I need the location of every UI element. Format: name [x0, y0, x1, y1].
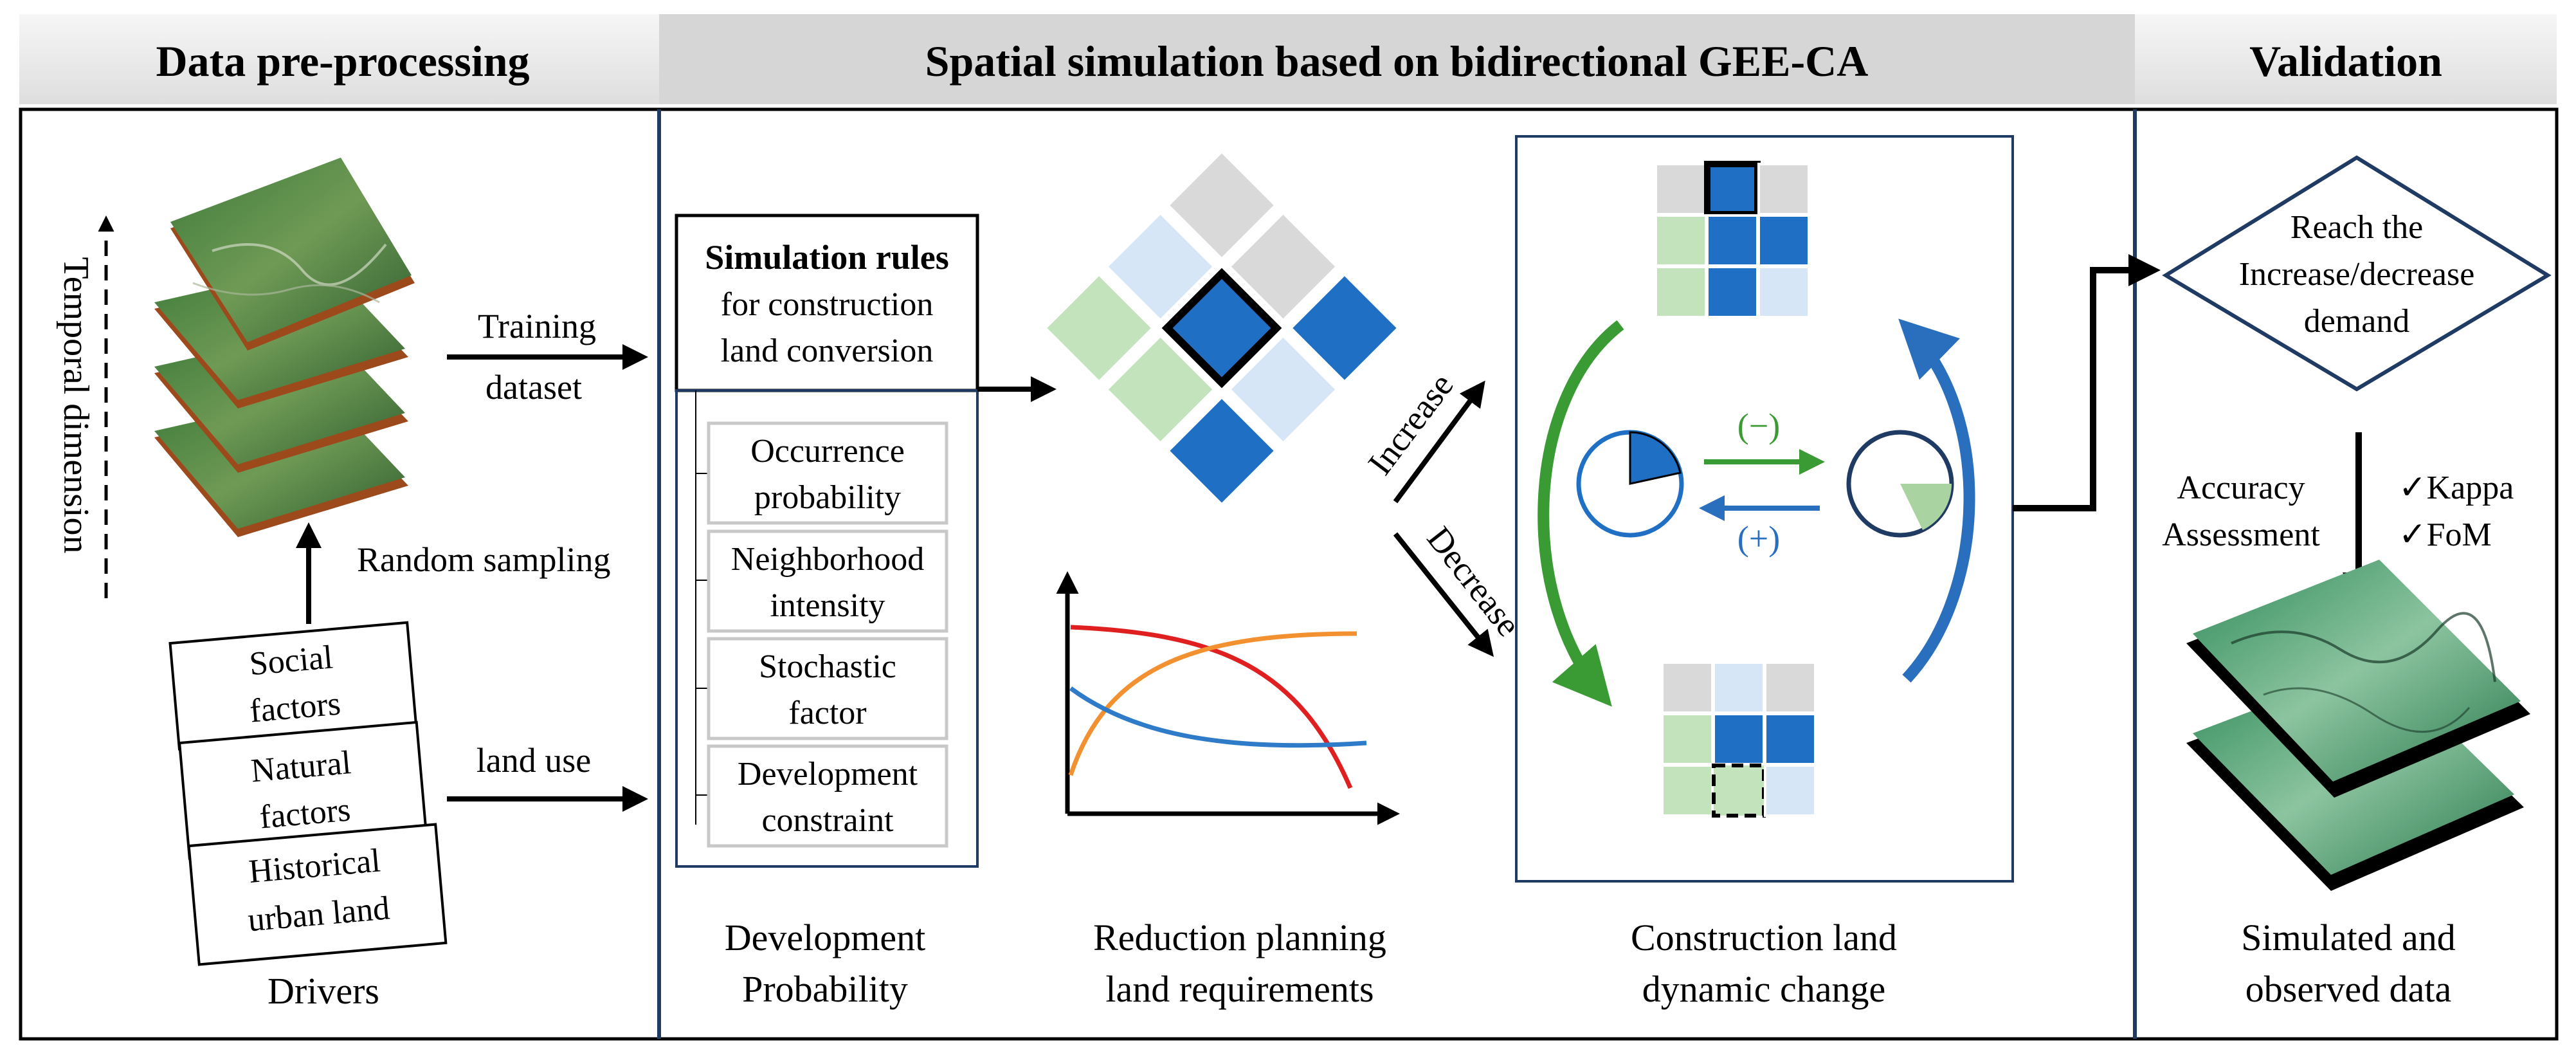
- curve-red: [1070, 625, 1353, 789]
- header-spatial-simulation: Spatial simulation based on bidirectiona…: [925, 37, 1869, 86]
- temporal-axis: Temporal dimension: [56, 215, 114, 598]
- construction-label-1: Construction land: [1631, 917, 1897, 958]
- to-validation-arrow: [2013, 254, 2161, 511]
- header-bg-middle: [659, 14, 2135, 104]
- drivers-label: Drivers: [268, 970, 379, 1012]
- random-sampling-label: Random sampling: [357, 540, 610, 579]
- factors-list: Occurrence probability Neighborhood inte…: [696, 421, 948, 848]
- card-social: Social factors: [168, 621, 418, 751]
- probability-grid: [1041, 147, 1402, 509]
- diamond-label-3: demand: [2304, 303, 2410, 340]
- training-label-2: dataset: [485, 368, 582, 407]
- header-bg-left: [19, 14, 659, 104]
- svg-text:factors: factors: [248, 685, 342, 729]
- reduction-label-2: land requirements: [1105, 968, 1374, 1010]
- accuracy-label-1: Accuracy: [2177, 470, 2305, 506]
- kappa-label: ✓Kappa: [2399, 470, 2514, 506]
- reduction-label-1: Reduction planning: [1093, 917, 1386, 958]
- svg-text:intensity: intensity: [770, 587, 885, 624]
- blue-cycle-arrow: [1898, 318, 1975, 683]
- svg-text:probability: probability: [754, 479, 901, 516]
- svg-text:Development: Development: [738, 756, 918, 792]
- header-bg-right: [2135, 14, 2557, 104]
- decrease-center-cell: [1712, 764, 1766, 818]
- reduction-chart: [1056, 571, 1400, 825]
- svg-text:factor: factor: [788, 695, 866, 731]
- curve-orange: [1068, 631, 1357, 776]
- increase-center-cell: [1704, 161, 1761, 217]
- accuracy-label-2: Assessment: [2162, 517, 2320, 553]
- simulated-label-1: Simulated and: [2241, 917, 2455, 958]
- green-cycle-arrow: [1537, 320, 1624, 707]
- land-use-label: land use: [476, 741, 591, 780]
- card-historical: Historical urban land: [187, 823, 448, 966]
- training-label-1: Training: [478, 307, 596, 345]
- diamond-label-2: Increase/decrease: [2239, 256, 2475, 293]
- card-natural: Natural factors: [177, 720, 428, 860]
- rules-sub-2: land conversion: [721, 333, 934, 369]
- svg-text:Social: Social: [248, 639, 334, 682]
- simulated-label-2: observed data: [2245, 968, 2451, 1010]
- center-cell: [1161, 268, 1282, 389]
- increase-arrow: [1393, 380, 1485, 504]
- svg-text:constraint: constraint: [761, 802, 894, 839]
- simulated-observed-tiles: [2186, 560, 2530, 891]
- training-image-stack: [154, 158, 415, 537]
- svg-text:Neighborhood: Neighborhood: [731, 541, 924, 578]
- driver-cards: Social factors Natural factors Historica…: [168, 621, 448, 966]
- rules-title: Simulation rules: [705, 238, 949, 277]
- construction-label-2: dynamic change: [1642, 968, 1885, 1010]
- factors-container: [675, 389, 979, 868]
- dev-prob-label-2: Probability: [742, 968, 908, 1010]
- minus-label: (−): [1737, 407, 1780, 445]
- svg-text:Natural: Natural: [249, 744, 352, 789]
- fom-label: ✓FoM: [2399, 517, 2492, 553]
- curve-blue: [1069, 686, 1367, 748]
- plus-label: (+): [1737, 519, 1780, 558]
- factor-constraint: [707, 744, 948, 848]
- dev-prob-label-1: Development: [725, 917, 925, 958]
- decrease-arrow: [1393, 532, 1494, 657]
- factor-occurrence: [707, 421, 948, 525]
- svg-text:factors: factors: [258, 791, 352, 836]
- outer-frame: [19, 107, 2559, 1041]
- simulation-rules-box: [675, 214, 979, 392]
- demand-diamond: [2162, 155, 2552, 392]
- header-validation: Validation: [2249, 37, 2442, 86]
- header-bar: Data pre-processing Spatial simulation b…: [19, 14, 2557, 104]
- header-data-preprocessing: Data pre-processing: [156, 37, 529, 86]
- factor-stochastic: [707, 637, 948, 740]
- temporal-dimension-label: Temporal dimension: [56, 257, 96, 553]
- increase-label: Increase: [1361, 366, 1461, 482]
- rules-sub-1: for construction: [721, 286, 934, 323]
- svg-text:Stochastic: Stochastic: [759, 648, 896, 685]
- tile-1-image: [170, 158, 412, 342]
- pie-green: [1846, 430, 1954, 538]
- increase-grid: [1655, 161, 1810, 318]
- pie-blue: [1576, 430, 1684, 538]
- decrease-grid: [1661, 661, 1817, 818]
- factor-neighborhood: [707, 529, 948, 633]
- diamond-label-1: Reach the: [2290, 209, 2423, 246]
- svg-text:Occurrence: Occurrence: [750, 433, 905, 470]
